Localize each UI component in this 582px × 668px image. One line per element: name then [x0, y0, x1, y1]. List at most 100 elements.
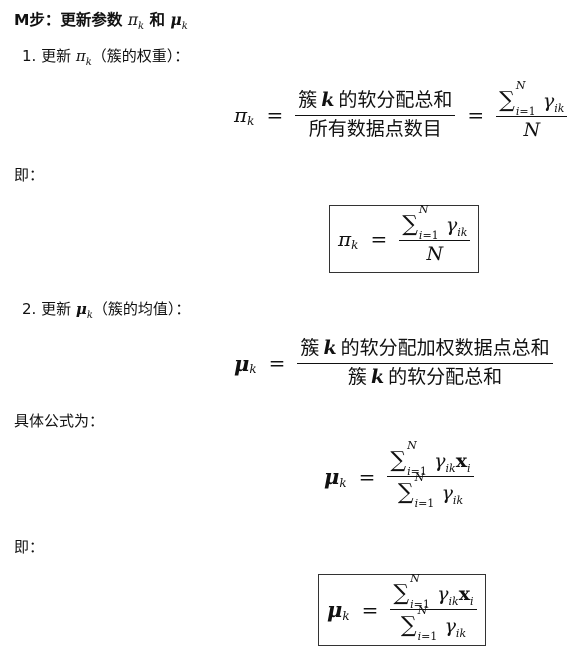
section-heading: M步：更新参数 πk 和 μk: [14, 8, 188, 32]
heading-mu: μ: [170, 10, 182, 29]
eq1-num-k: k: [321, 88, 335, 111]
eq3-den-k: k: [370, 365, 385, 388]
ji-label-1: 即：: [14, 166, 45, 184]
fraction-bar: [496, 116, 568, 118]
eq4-equals: =: [358, 464, 376, 489]
eq1-denominator: 所有数据点数目: [308, 117, 442, 140]
eq3-num-text-a: 簇: [300, 337, 320, 359]
step-2-title: 2. 更新 μk（簇的均值）：: [22, 298, 190, 321]
x-vector: x: [458, 583, 471, 605]
gamma-sub: ik: [554, 102, 565, 115]
eq1-sum-denominator: N: [523, 119, 541, 142]
eq4-lhs: μ: [324, 464, 340, 490]
gamma-symbol: γ: [434, 450, 446, 472]
x-vector: x: [455, 450, 468, 472]
eq1-lhs-sub: k: [247, 114, 255, 129]
eq1-num-text-a: 簇: [298, 88, 318, 111]
step-2-desc: （簇的均值）：: [92, 300, 191, 318]
step-1-pi: π: [75, 47, 86, 65]
eq3-lhs-sub: k: [249, 362, 257, 377]
eq3-lhs: μ: [234, 350, 250, 376]
sum-lower-limit: i=1: [410, 597, 430, 611]
sum-upper-limit: N: [418, 203, 429, 216]
fraction-bar: [297, 362, 553, 364]
gamma-symbol: γ: [437, 583, 449, 605]
eq2-equals: =: [370, 227, 388, 252]
sum-upper-limit: N: [417, 604, 428, 618]
sum-upper-limit: N: [407, 439, 417, 452]
ji-label-2: 即：: [14, 538, 45, 556]
gamma-sub: ik: [455, 627, 467, 641]
eq2-lhs-sub: k: [351, 238, 359, 253]
eq4-lhs-sub: k: [339, 475, 347, 490]
heading-pi-sub: k: [138, 21, 145, 33]
fraction-bar: [295, 114, 456, 116]
fraction-bar: [387, 476, 474, 478]
step-1-sub: k: [85, 57, 92, 68]
step-1-desc: （簇的权重）：: [91, 47, 190, 65]
step-1-text: 更新: [41, 47, 76, 65]
eq1-lhs: π: [234, 103, 248, 128]
gamma-symbol: γ: [542, 90, 555, 112]
heading-mu-sub: k: [181, 21, 188, 33]
sum-lower-limit: i=1: [515, 104, 536, 118]
step-2-mu: μ: [75, 300, 87, 318]
x-sub: i: [467, 462, 471, 475]
step-2-sub: k: [86, 310, 93, 321]
sum-lower-limit: i=1: [414, 496, 435, 510]
fraction-bar: [399, 240, 471, 242]
sum-lower-limit: i=1: [418, 228, 439, 242]
eq2-denominator: N: [426, 243, 444, 266]
heading-and: 和: [144, 11, 171, 29]
eq2-lhs: π: [338, 227, 352, 252]
gamma-sub: ik: [452, 494, 464, 508]
eq3-num-k: k: [323, 337, 337, 359]
gamma-symbol: γ: [444, 615, 456, 638]
gamma-symbol: γ: [441, 482, 453, 505]
eq5-lhs: μ: [327, 597, 343, 623]
eq3-den-text-b: 的软分配总和: [388, 365, 503, 388]
step-2-text: 更新: [41, 300, 76, 318]
x-sub: i: [470, 595, 474, 608]
heading-pi: π: [127, 11, 139, 29]
eq5-equals: =: [361, 597, 379, 622]
eq1-num-text-b: 的软分配总和: [338, 88, 453, 111]
step-1-number: 1.: [22, 47, 37, 65]
eq3-num-text-b: 的软分配加权数据点总和: [340, 337, 550, 359]
sum-upper-limit: N: [410, 572, 420, 585]
eq1-equals: =: [266, 103, 284, 128]
sum-lower-limit: i=1: [417, 629, 438, 643]
eq3-equals: =: [268, 351, 286, 376]
heading-text: M步：更新参数: [14, 11, 128, 29]
sum-upper-limit: N: [414, 471, 425, 485]
step-1-title: 1. 更新 πk（簇的权重）：: [22, 45, 189, 68]
fraction-bar: [390, 609, 477, 611]
sum-lower-limit: i=1: [407, 464, 427, 478]
formula-label: 具体公式为：: [14, 412, 105, 430]
gamma-sub: ik: [445, 462, 456, 475]
gamma-symbol: γ: [445, 214, 458, 236]
